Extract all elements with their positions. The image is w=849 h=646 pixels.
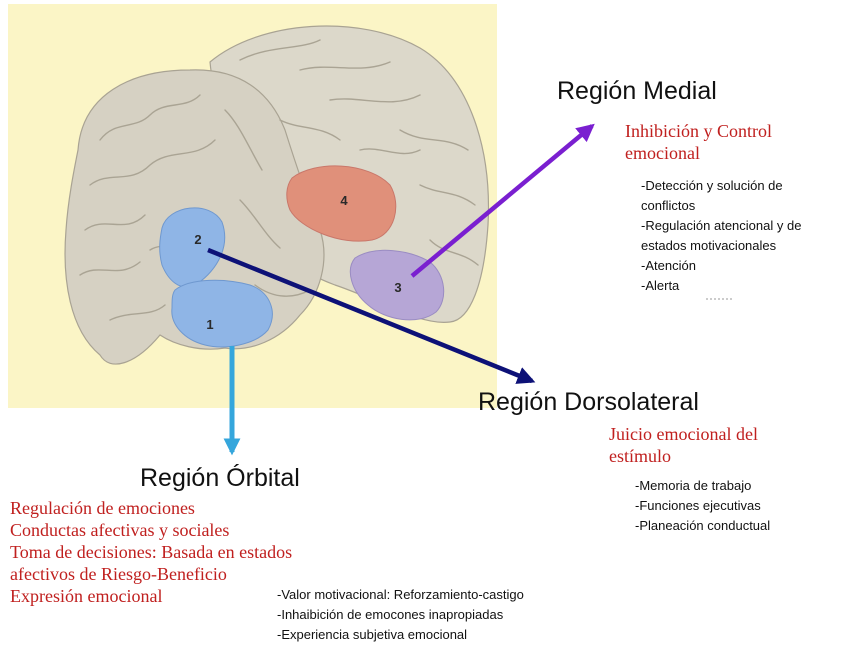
orbital-function-line: Expresión emocional xyxy=(10,585,292,607)
medial-detail-line: -Detección y solución de xyxy=(641,176,801,196)
orbital-function-line: Conductas afectivas y sociales xyxy=(10,519,292,541)
orbital-functions: Regulación de emociones Conductas afecti… xyxy=(10,497,292,607)
orbital-detail-line: -Experiencia subjetiva emocional xyxy=(277,625,524,645)
dorsolateral-function-line: Juicio emocional del xyxy=(609,423,758,445)
dorsolateral-title: Región Dorsolateral xyxy=(478,388,699,417)
medial-detail-line: estados motivacionales xyxy=(641,236,801,256)
region-number-1: 1 xyxy=(206,317,213,332)
orbital-detail-line: -Inhaibición de emocones inapropiadas xyxy=(277,605,524,625)
dorsolateral-detail-line: -Funciones ejecutivas xyxy=(635,496,770,516)
dorsolateral-functions: Juicio emocional del estímulo xyxy=(609,423,758,467)
orbital-function-line: Regulación de emociones xyxy=(10,497,292,519)
dorsolateral-function-line: estímulo xyxy=(609,445,758,467)
orbital-function-line: Toma de decisiones: Basada en estados xyxy=(10,541,292,563)
dorsolateral-detail-line: -Memoria de trabajo xyxy=(635,476,770,496)
medial-detail-line: conflictos xyxy=(641,196,801,216)
orbital-details: -Valor motivacional: Reforzamiento-casti… xyxy=(277,585,524,645)
orbital-detail-line: -Valor motivacional: Reforzamiento-casti… xyxy=(277,585,524,605)
medial-title: Región Medial xyxy=(557,77,717,106)
medial-detail-line: -Regulación atencional y de xyxy=(641,216,801,236)
medial-detail-line: -Atención xyxy=(641,256,801,276)
orbital-function-line: afectivos de Riesgo-Beneficio xyxy=(10,563,292,585)
dorsolateral-detail-line: -Planeación conductual xyxy=(635,516,770,536)
region-1-area xyxy=(172,280,272,347)
orbital-title: Región Órbital xyxy=(140,464,300,493)
region-number-4: 4 xyxy=(340,193,348,208)
medial-detail-line: -Alerta xyxy=(641,276,801,296)
region-number-2: 2 xyxy=(194,232,201,247)
region-number-3: 3 xyxy=(394,280,401,295)
medial-details: -Detección y solución de conflictos -Reg… xyxy=(641,176,801,296)
medial-function-line: Inhibición y Control xyxy=(625,120,772,142)
medial-function-line: emocional xyxy=(625,142,772,164)
medial-functions: Inhibición y Control emocional xyxy=(625,120,772,164)
dorsolateral-details: -Memoria de trabajo -Funciones ejecutiva… xyxy=(635,476,770,536)
